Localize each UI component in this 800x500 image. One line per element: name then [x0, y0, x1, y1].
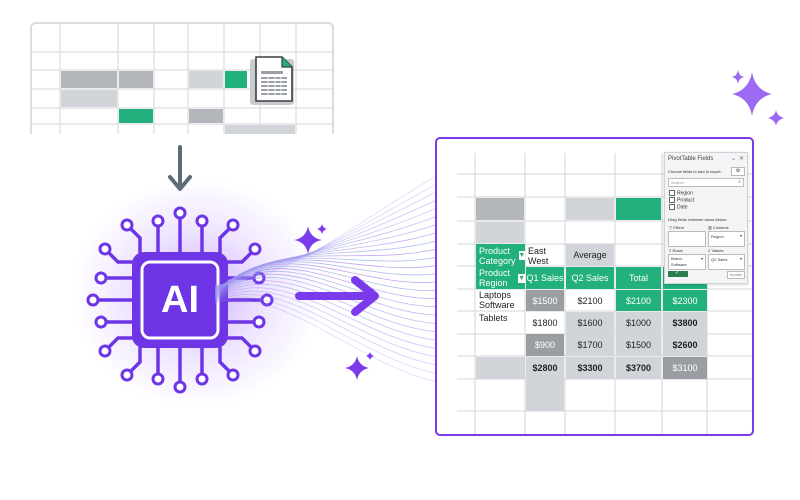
sigma-icon: Σ	[708, 248, 712, 253]
wave-line	[214, 293, 456, 368]
wave-line	[214, 268, 456, 299]
gear-icon[interactable]: ⚙	[731, 167, 745, 176]
chevron-down-icon[interactable]: ▾	[700, 256, 703, 261]
panel-drag-text: Drag fields between areas below:	[668, 217, 728, 222]
pivot-cell: $2800	[526, 357, 564, 379]
pivot-cell: $1500	[526, 290, 564, 311]
pivot-cell: $3300	[566, 357, 614, 379]
sparkle-icon	[342, 352, 378, 393]
search-input[interactable]: Search ⌕	[668, 178, 744, 187]
update-button[interactable]: Update	[727, 271, 745, 279]
source-cell-green	[119, 109, 153, 123]
sparkle-icon	[726, 68, 790, 137]
source-cell-lightgray	[189, 71, 223, 88]
source-cell-gray	[189, 109, 223, 123]
product-region-header[interactable]: Product Region▼	[476, 267, 525, 289]
rows-drop-zone[interactable]: Brand Software ▾	[668, 254, 706, 270]
panel-collapse-icon[interactable]: ⌄	[731, 156, 737, 162]
columns-drop-zone[interactable]: Region ▾	[708, 231, 745, 247]
dropdown-caret-icon[interactable]: ▼	[518, 251, 526, 260]
pivot-cell: $3800	[663, 312, 707, 334]
field-item-region[interactable]: Region	[669, 190, 693, 196]
search-icon: ⌕	[738, 179, 741, 185]
pivottable-fields-panel: PivotTable Fields ⌄ ✕ Choose fields to a…	[664, 152, 748, 284]
filter-icon: ▽	[669, 225, 674, 230]
source-cell-green	[225, 71, 247, 88]
pivot-cell: $2300	[663, 290, 707, 311]
pivot-cell: $1600	[566, 312, 614, 334]
panel-title: PivotTable Fields	[668, 156, 714, 162]
field-item-date[interactable]: Date	[669, 204, 688, 210]
source-cell-gray	[61, 71, 117, 88]
pivot-cell: $1000	[616, 312, 661, 334]
product-category-header[interactable]: Product Category▼	[476, 244, 526, 267]
chevron-down-icon[interactable]: ▾	[739, 233, 742, 238]
pivot-cell: $2100	[616, 290, 661, 311]
row-label-blank	[476, 357, 525, 379]
rows-icon: ≡	[669, 248, 673, 253]
checkbox[interactable]	[669, 190, 675, 196]
defer-checkbox[interactable]: ✓	[668, 270, 688, 277]
pivot-cell: $1500	[616, 334, 661, 356]
wave-line	[214, 287, 456, 351]
filters-area-label: ▽ Filters	[669, 225, 685, 230]
east-west-cell: East West	[528, 245, 549, 266]
source-cell-lightgray	[61, 90, 117, 107]
q1-sales-header: Q1 Sales	[526, 267, 564, 289]
panel-choose-text: Choose fields to add to report:	[668, 169, 722, 174]
pivot-cell: $1700	[566, 334, 614, 356]
total-header: Total	[616, 267, 661, 289]
wave-line	[214, 261, 456, 294]
columns-area-label: ▥ Columns	[708, 225, 729, 230]
field-item-product[interactable]: Product	[669, 197, 694, 203]
chevron-down-icon[interactable]: ▾	[739, 256, 742, 261]
tablets-row-label: Tablets	[479, 313, 508, 323]
pivot-result-window: Product Category▼ East West Average Prod…	[435, 137, 754, 436]
wave-line	[214, 296, 456, 377]
laptops-row-label: Laptops Software	[479, 290, 515, 310]
wave-line	[214, 182, 456, 287]
pivot-cell: $900	[526, 334, 564, 356]
document-icon	[248, 55, 298, 112]
q2-sales-header: Q2 Sales	[566, 267, 614, 289]
close-icon[interactable]: ✕	[739, 156, 745, 162]
wave-line	[214, 299, 456, 386]
columns-icon: ▥	[708, 225, 713, 230]
source-cell-lightgray	[225, 125, 295, 134]
rows-area-label: ≡ Rows	[669, 248, 683, 253]
wave-line	[214, 277, 456, 325]
pivot-cell: $2600	[663, 334, 707, 356]
wave-line	[214, 191, 456, 288]
wave-line	[214, 270, 456, 308]
pivot-cell: $3700	[616, 357, 661, 379]
wave-line	[214, 265, 456, 296]
values-drop-zone[interactable]: Q2 Sales ▾	[708, 254, 745, 270]
data-flow-waves	[214, 155, 456, 405]
checkbox[interactable]	[669, 197, 675, 203]
pivot-cell: $2100	[577, 295, 603, 306]
filters-drop-zone[interactable]	[668, 231, 706, 247]
source-grid	[32, 24, 332, 134]
pivot-cell: $3100	[663, 357, 707, 379]
dropdown-caret-icon[interactable]: ▼	[518, 273, 525, 283]
wave-line	[214, 283, 456, 342]
values-area-label: Σ Values	[708, 248, 724, 253]
wave-line	[214, 273, 456, 316]
checkbox[interactable]	[669, 204, 675, 210]
sparkle-icon	[290, 222, 330, 267]
source-cell-gray	[119, 71, 153, 88]
wave-line	[214, 263, 456, 295]
ai-label: AI	[161, 278, 199, 321]
arrow-right-icon	[295, 272, 385, 327]
pivot-cell: $1800	[532, 318, 558, 328]
average-cell: Average	[566, 244, 614, 266]
wave-line	[214, 290, 456, 359]
